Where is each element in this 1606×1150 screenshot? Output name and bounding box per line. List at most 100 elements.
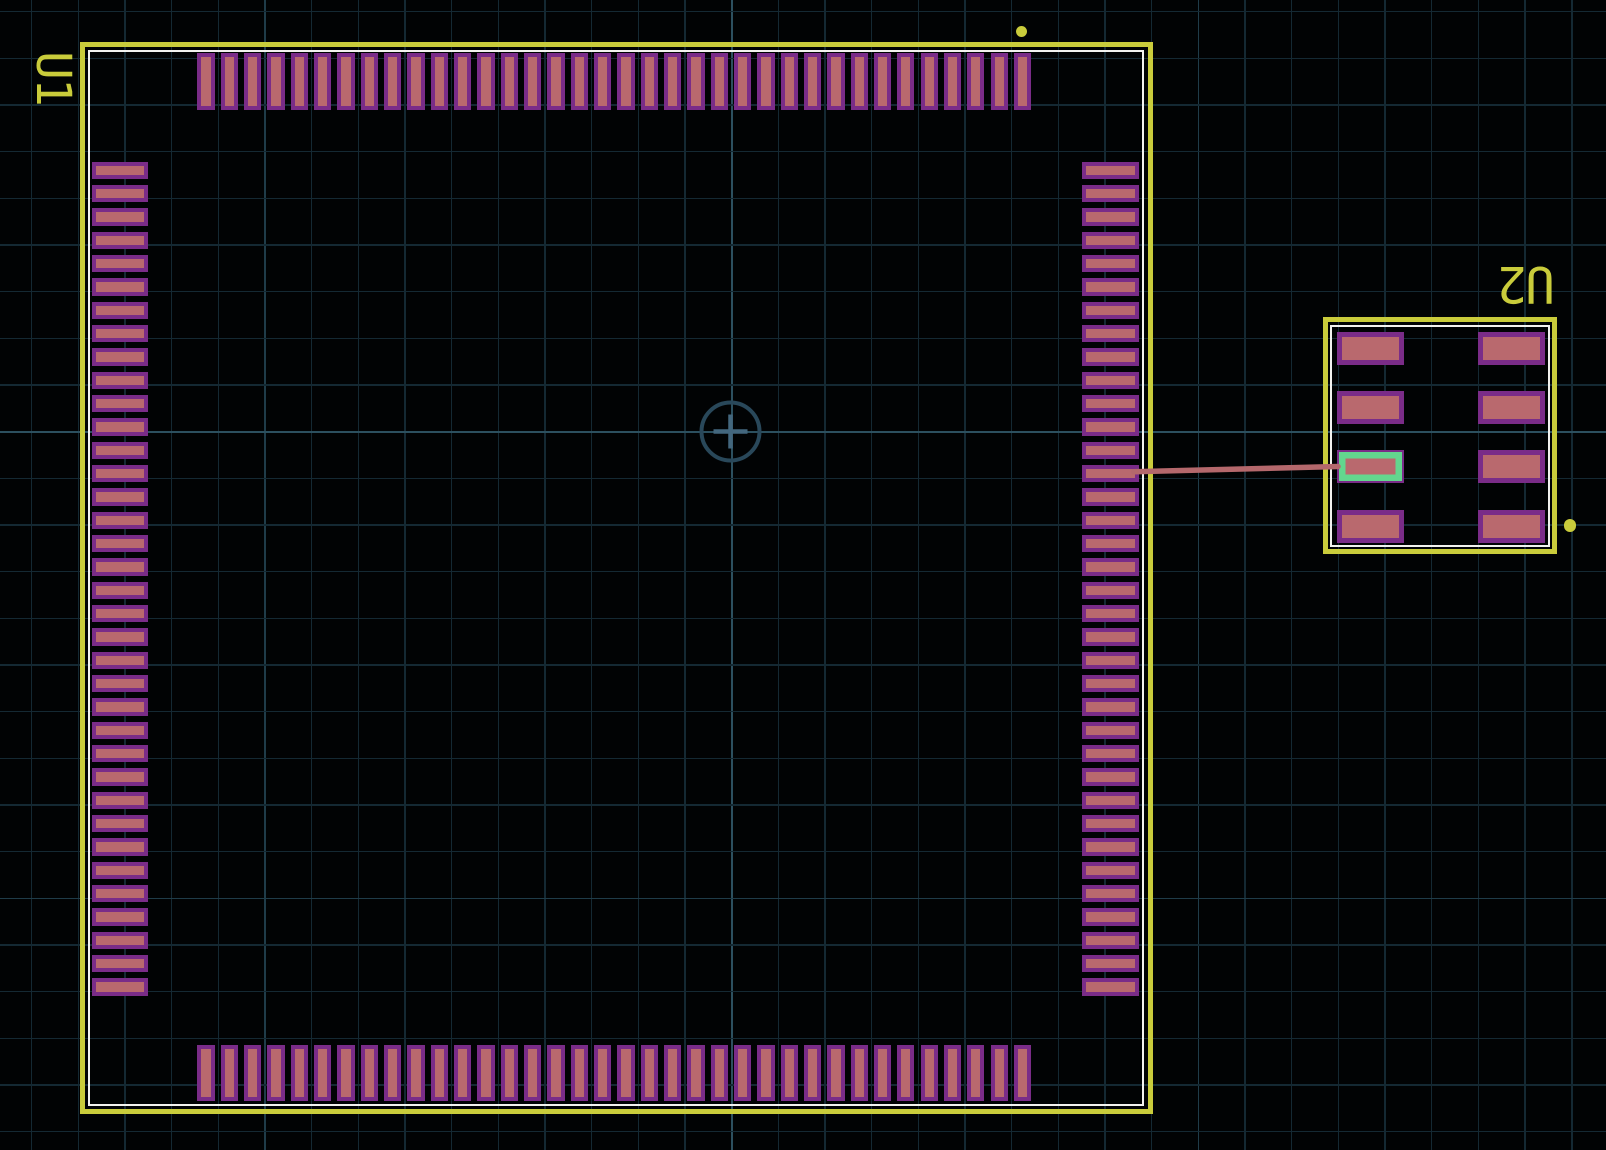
- pad[interactable]: [1082, 604, 1139, 623]
- pad[interactable]: [91, 931, 149, 949]
- pad[interactable]: [757, 53, 775, 110]
- pad[interactable]: [360, 1044, 378, 1102]
- pad[interactable]: [640, 53, 658, 110]
- pad[interactable]: [547, 1044, 565, 1102]
- pad[interactable]: [1478, 509, 1546, 543]
- pad[interactable]: [1082, 185, 1139, 203]
- pad[interactable]: [663, 53, 682, 110]
- pad[interactable]: [220, 53, 238, 110]
- pad[interactable]: [360, 53, 378, 110]
- pad[interactable]: [1013, 53, 1032, 110]
- pad[interactable]: [733, 1044, 752, 1102]
- pad[interactable]: [290, 53, 308, 110]
- pad[interactable]: [687, 53, 705, 110]
- pad[interactable]: [593, 53, 612, 110]
- pad[interactable]: [91, 908, 149, 926]
- pad[interactable]: [91, 744, 149, 763]
- pad[interactable]: [243, 1044, 262, 1102]
- pad[interactable]: [91, 651, 149, 669]
- pad[interactable]: [757, 1044, 775, 1102]
- pad[interactable]: [243, 53, 262, 110]
- pad[interactable]: [1082, 651, 1139, 669]
- pad[interactable]: [91, 698, 149, 716]
- pad[interactable]: [1082, 534, 1139, 553]
- pad[interactable]: [943, 1044, 962, 1102]
- pad[interactable]: [91, 534, 149, 553]
- footprint-u1-silkscreen-outline[interactable]: [80, 42, 1153, 1114]
- pad[interactable]: [1082, 861, 1139, 879]
- pad[interactable]: [91, 418, 149, 436]
- pad[interactable]: [803, 53, 822, 110]
- pad[interactable]: [383, 1044, 402, 1102]
- pad[interactable]: [1082, 674, 1139, 693]
- pad[interactable]: [1082, 488, 1139, 506]
- pad[interactable]: [91, 464, 149, 483]
- pad[interactable]: [197, 1044, 215, 1102]
- pad[interactable]: [430, 53, 448, 110]
- pad[interactable]: [337, 53, 355, 110]
- pad[interactable]: [91, 278, 149, 296]
- pad[interactable]: [827, 1044, 845, 1102]
- pad-highlighted[interactable]: [1337, 450, 1404, 484]
- pad[interactable]: [1082, 954, 1139, 973]
- pad[interactable]: [640, 1044, 658, 1102]
- pad[interactable]: [1082, 301, 1139, 319]
- pad[interactable]: [967, 1044, 985, 1102]
- pad[interactable]: [290, 1044, 308, 1102]
- pad[interactable]: [780, 53, 798, 110]
- pad[interactable]: [91, 511, 149, 529]
- pad[interactable]: [827, 53, 845, 110]
- pad[interactable]: [780, 1044, 798, 1102]
- pad[interactable]: [91, 441, 149, 459]
- pad[interactable]: [1082, 161, 1139, 179]
- pad[interactable]: [91, 231, 149, 249]
- pad[interactable]: [873, 1044, 892, 1102]
- pad[interactable]: [91, 208, 149, 226]
- pad[interactable]: [873, 53, 892, 110]
- pad[interactable]: [91, 791, 149, 809]
- pad[interactable]: [1082, 231, 1139, 249]
- pad[interactable]: [267, 1044, 285, 1102]
- pad[interactable]: [91, 395, 149, 413]
- pad[interactable]: [91, 628, 149, 646]
- pad[interactable]: [91, 814, 149, 833]
- pad[interactable]: [91, 768, 149, 786]
- pad[interactable]: [453, 1044, 472, 1102]
- pad[interactable]: [547, 53, 565, 110]
- pad[interactable]: [1082, 721, 1139, 739]
- pad[interactable]: [850, 53, 868, 110]
- pad[interactable]: [91, 371, 149, 389]
- pad[interactable]: [1082, 278, 1139, 296]
- pad[interactable]: [313, 53, 332, 110]
- pad[interactable]: [897, 1044, 915, 1102]
- pad[interactable]: [943, 53, 962, 110]
- pad[interactable]: [91, 861, 149, 879]
- pad[interactable]: [1337, 391, 1404, 424]
- pad[interactable]: [1082, 511, 1139, 529]
- pad[interactable]: [91, 161, 149, 179]
- pad[interactable]: [1082, 628, 1139, 646]
- pad[interactable]: [91, 348, 149, 366]
- pad[interactable]: [523, 53, 542, 110]
- pad[interactable]: [91, 255, 149, 273]
- pad[interactable]: [1478, 391, 1546, 424]
- pad[interactable]: [1082, 884, 1139, 903]
- pad[interactable]: [710, 53, 728, 110]
- pad[interactable]: [687, 1044, 705, 1102]
- pad[interactable]: [197, 53, 215, 110]
- pad[interactable]: [593, 1044, 612, 1102]
- pad[interactable]: [91, 954, 149, 973]
- pad[interactable]: [967, 53, 985, 110]
- pad[interactable]: [1082, 348, 1139, 366]
- pad[interactable]: [1082, 814, 1139, 833]
- pad[interactable]: [337, 1044, 355, 1102]
- pad[interactable]: [477, 1044, 495, 1102]
- pad[interactable]: [1082, 418, 1139, 436]
- pad[interactable]: [920, 53, 938, 110]
- pad[interactable]: [663, 1044, 682, 1102]
- pad[interactable]: [733, 53, 752, 110]
- pad[interactable]: [1082, 395, 1139, 413]
- pad[interactable]: [1082, 791, 1139, 809]
- pad[interactable]: [500, 1044, 518, 1102]
- pad[interactable]: [1337, 509, 1404, 543]
